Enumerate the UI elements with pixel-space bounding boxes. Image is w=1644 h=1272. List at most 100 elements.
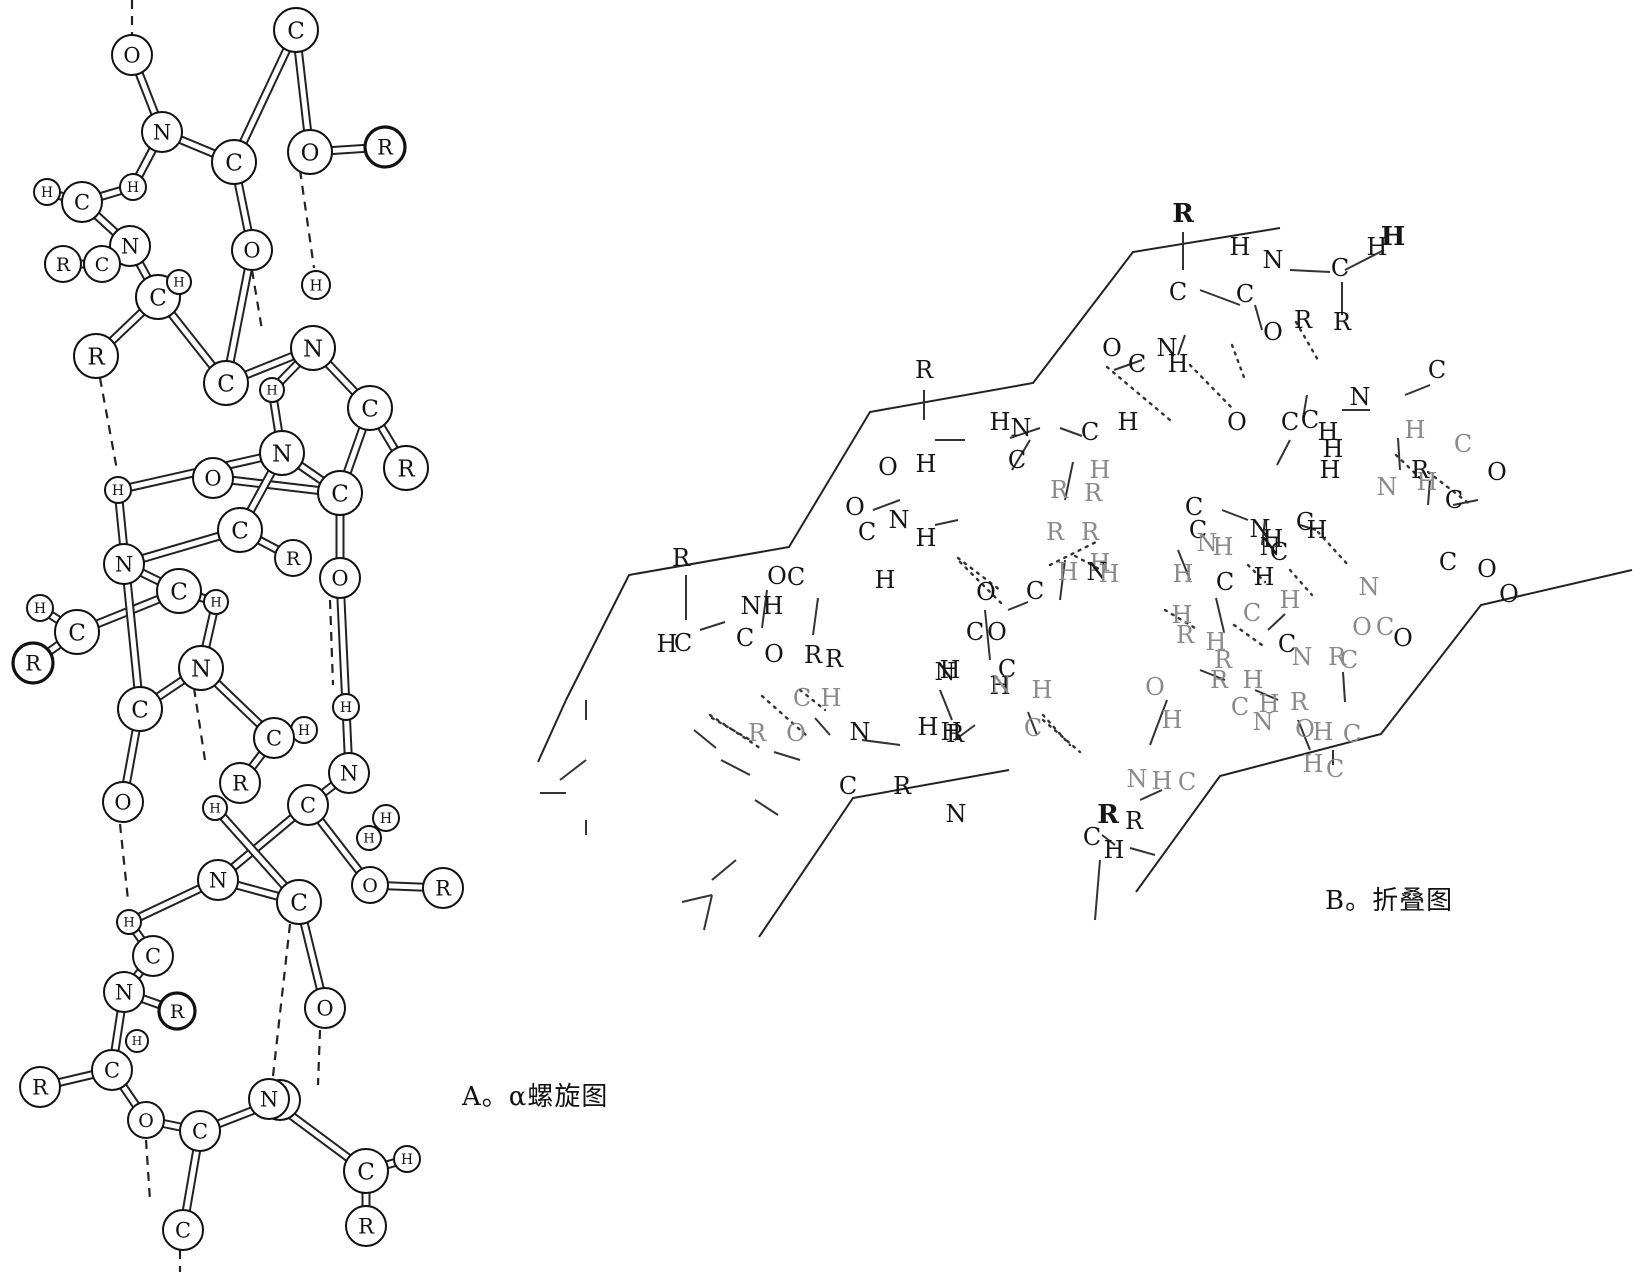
sheet-atom-77: C [1026,577,1044,605]
sheet-bond-10 [1009,427,1041,439]
sheet-plane-lines [537,227,1633,938]
helix-hbond-line-6 [192,687,207,761]
sheet-bond-46 [814,717,831,736]
sheet-atom-89: C [1340,646,1358,674]
sheet-atom-44: H [1263,525,1284,553]
sheet-atom-122: O [786,719,806,747]
sheet-plane-line-0 [565,227,1281,701]
sheet-bond-21 [1221,509,1249,521]
sheet-atom-128: R [893,772,912,800]
helix-atom-label-27: R [286,548,301,570]
helix-atom-label-44: N [340,762,358,786]
sheet-atom-120: C [1178,768,1196,796]
sheet-atom-49: C [858,518,876,546]
helix-atom-label-62: N [260,1088,278,1112]
sheet-bond-19 [1427,479,1431,506]
sheet-atom-58: C [787,563,805,591]
sheet-atom-37: C [1445,486,1463,514]
helix-atom-label-45: H [380,811,392,827]
sheet-bond-35 [1267,613,1286,631]
sheet-atom-50: N [889,506,910,534]
helix-atom-label-10: R [56,254,71,276]
sheet-atom-124: H [821,684,842,712]
sheet-atom-121: R [748,719,767,747]
helix-atom-circle-34 [11,641,55,685]
sheet-bond-51 [1129,847,1156,856]
sheet-atom-82: C [1243,599,1261,627]
sheet-atom-129: H [918,713,939,741]
sheet-hbond-3 [1316,530,1351,568]
sheet-atom-55: H [1307,516,1328,544]
helix-atom-label-16: H [173,276,184,291]
helix-atom-label-8: H [127,180,139,196]
sheet-hbond-5 [1073,554,1103,572]
sheet-bond-12 [1302,394,1308,419]
sheet-atom-87: H [1206,628,1227,656]
sheet-atom-126: C [839,772,857,800]
sheet-atom-92: R [1210,666,1229,694]
sheet-atom-31: H [1405,416,1426,444]
helix-atom-circle-59 [179,1110,221,1152]
sheet-atom-101: R [946,720,965,748]
sheet-atom-91: R [1328,643,1347,671]
sheet-bond-53 [559,759,587,781]
sheet-bond-48 [954,724,976,741]
sheet-atom-56: R [672,544,691,572]
helix-atom-circle-64 [393,1145,421,1173]
helix-atom-label-52: C [145,945,161,969]
sheet-atom-72: H [763,592,784,620]
sheet-atom-61: N [1197,529,1218,557]
sheet-atom-110: N [1253,708,1274,736]
sheet-atom-5: H [1381,222,1406,252]
helix-atom-label-17: N [303,336,323,362]
helix-atom-circle-26 [104,476,132,504]
helix-atom-label-59: C [192,1120,208,1144]
sheet-atom-80: R [1176,621,1195,649]
sheet-bond-17 [1064,461,1074,501]
helix-atom-label-56: R [32,1076,49,1100]
sheet-atom-104: N [991,671,1012,699]
sheet-atom-66: R [825,645,844,673]
helix-atom-label-4: O [301,140,320,166]
sheet-bond-2 [1289,269,1331,273]
helix-atom-label-15: R [87,344,105,370]
sheet-atom-51: H [916,524,937,552]
helix-atom-label-41: O [114,791,131,815]
sheet-atom-117: H [1303,750,1324,778]
sheet-hbond-15 [958,560,1005,607]
sheet-bond-42 [1297,719,1311,751]
sheet-atom-13: N [1157,334,1178,362]
sheet-atom-10: R [1333,308,1352,336]
helix-atom-circle-28 [103,543,145,585]
sheet-hbond-1 [1294,320,1320,362]
sheet-atom-16: H [990,408,1011,436]
sheet-atom-22: H [1318,418,1339,446]
sheet-atom-131: C [1083,823,1101,851]
sheet-plane-line-1 [537,699,567,763]
sheet-hbond-20 [1041,718,1082,754]
sheet-hbond-12 [1105,365,1172,422]
helix-atom-label-7: C [74,191,90,215]
helix-atom-label-48: H [123,916,134,931]
sheet-atom-102: O [987,618,1007,646]
sheet-bond-15 [1404,384,1431,396]
sheet-bond-31 [812,597,819,636]
sheet-bond-13 [1276,439,1291,466]
helix-atom-label-19: C [361,396,379,422]
pleated-sheet-caption: B。折叠图 [1325,886,1454,916]
helix-atom-label-0: O [123,44,140,68]
sheet-bond-41 [1149,699,1168,746]
helix-atom-label-58: H [132,1034,142,1048]
helix-atom-circle-10 [44,245,82,283]
sheet-bond-40 [1027,711,1038,736]
sheet-atom-60: H [1058,558,1079,586]
sheet-bond-25 [934,519,959,526]
sheet-atom-7: C [1236,280,1254,308]
sheet-atom-24: H [1323,435,1344,463]
sheet-atom-45: C [1296,508,1314,536]
sheet-atom-3: C [1331,254,1349,282]
sheet-atom-100: H [990,672,1011,700]
sheet-atom-125: N [850,718,871,746]
helix-atom-circle-36 [117,686,163,732]
